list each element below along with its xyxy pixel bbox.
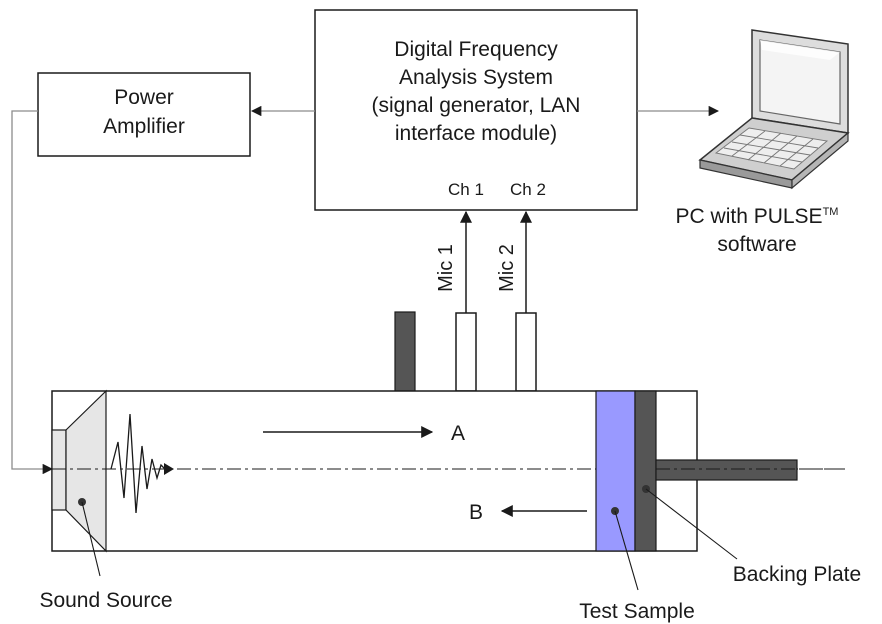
piston-rod bbox=[655, 459, 798, 481]
sound-wave-icon bbox=[110, 413, 173, 514]
laptop-icon bbox=[698, 29, 850, 190]
loudspeaker-icon bbox=[51, 389, 107, 553]
sound-source-label: Sound Source bbox=[39, 589, 172, 612]
leader-lines bbox=[81, 485, 738, 591]
pc-caption-line-2: software bbox=[717, 233, 796, 256]
dfa-label-line-1: Digital Frequency bbox=[394, 38, 558, 61]
pc-caption-line-1: PC with PULSETM bbox=[676, 205, 839, 228]
reflected-wave-label: B bbox=[469, 501, 483, 524]
dfa-label-line-3: (signal generator, LAN bbox=[372, 94, 581, 117]
microphone-2 bbox=[515, 210, 537, 392]
dfa-label-line-2: Analysis System bbox=[399, 66, 553, 89]
amplifier-label-line-1: Power bbox=[114, 86, 174, 109]
backing-plate-label: Backing Plate bbox=[733, 563, 861, 586]
signal-connectors bbox=[11, 105, 720, 475]
channel-1-label: Ch 1 bbox=[448, 180, 484, 199]
mic-2-label: Mic 2 bbox=[496, 244, 518, 292]
channel-2-label: Ch 2 bbox=[510, 180, 546, 199]
amplifier-to-speaker-line bbox=[11, 110, 54, 475]
dfa-system-box: Digital Frequency Analysis System (signa… bbox=[314, 9, 638, 211]
mic-1-label: Mic 1 bbox=[435, 244, 457, 292]
power-amplifier-box: Power Amplifier bbox=[37, 72, 251, 157]
dfa-label-line-4: interface module) bbox=[395, 122, 557, 145]
sound-wave-arrowhead bbox=[164, 463, 174, 475]
incident-wave-label: A bbox=[451, 422, 465, 445]
microphone-1 bbox=[455, 210, 477, 392]
test-sample-label: Test Sample bbox=[579, 600, 695, 623]
amplifier-label-line-2: Amplifier bbox=[103, 115, 185, 138]
plugged-mic-port bbox=[394, 311, 416, 393]
backing-plate bbox=[634, 390, 657, 552]
trademark-mark: TM bbox=[823, 206, 839, 218]
test-sample bbox=[595, 390, 636, 552]
